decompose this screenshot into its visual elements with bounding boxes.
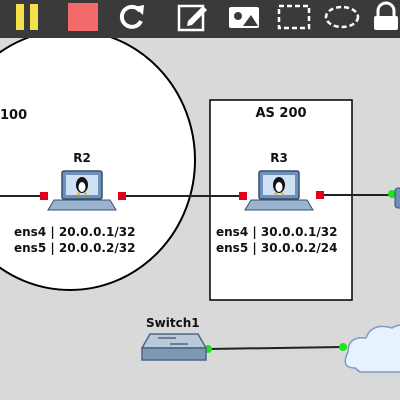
cloud-node[interactable] xyxy=(344,324,400,373)
lock-button[interactable] xyxy=(370,0,400,34)
draw-ellipse-icon xyxy=(324,5,360,29)
as-ellipse-shape[interactable] xyxy=(0,38,196,291)
toolbar xyxy=(0,0,400,38)
port-status-r3-left xyxy=(239,192,247,200)
reload-icon xyxy=(119,4,144,29)
topology-diagram xyxy=(0,38,400,373)
stop-button[interactable] xyxy=(62,0,102,34)
cloud-icon xyxy=(344,324,400,373)
add-note-button[interactable] xyxy=(172,0,212,34)
port-status-cloud xyxy=(339,343,347,351)
r3-ens4-info: ens4 | 30.0.0.1/32 xyxy=(216,225,338,239)
lock-icon xyxy=(374,1,398,30)
reload-button[interactable] xyxy=(112,0,152,34)
r2-node[interactable] xyxy=(47,170,117,211)
port-status-right-edge xyxy=(388,190,396,198)
insert-picture-icon xyxy=(229,7,259,28)
insert-picture-button[interactable] xyxy=(224,0,264,34)
draw-rectangle-icon xyxy=(277,4,311,30)
r3-node[interactable] xyxy=(244,170,314,211)
pause-button[interactable] xyxy=(8,0,48,34)
port-status-r3-right xyxy=(316,191,324,199)
as-200-label: AS 200 xyxy=(255,106,307,121)
r3-label: R3 xyxy=(270,151,288,165)
switch1-label: Switch1 xyxy=(146,316,200,330)
draw-rectangle-button[interactable] xyxy=(272,0,316,34)
right-edge-device[interactable] xyxy=(394,187,400,209)
draw-ellipse-button[interactable] xyxy=(320,0,364,34)
stop-icon xyxy=(68,3,98,31)
link-switch-cloud[interactable] xyxy=(207,346,344,350)
r2-label: R2 xyxy=(73,151,91,165)
as-ellipse-label: 100 xyxy=(0,108,28,123)
edit-note-icon xyxy=(177,4,207,32)
switch1-node[interactable] xyxy=(140,333,208,361)
port-status-r2-left xyxy=(40,192,48,200)
pause-icon xyxy=(16,4,38,30)
switch-icon xyxy=(140,333,208,349)
r3-ens5-info: ens5 | 30.0.0.2/24 xyxy=(216,241,338,255)
port-status-r2-right xyxy=(118,192,126,200)
r2-ens5-info: ens5 | 20.0.0.2/32 xyxy=(14,241,136,255)
topology-canvas[interactable]: 100 AS 200 R2 R3 ens4 | 20.0.0.1/32 ens5… xyxy=(0,38,400,400)
r2-ens4-info: ens4 | 20.0.0.1/32 xyxy=(14,225,136,239)
